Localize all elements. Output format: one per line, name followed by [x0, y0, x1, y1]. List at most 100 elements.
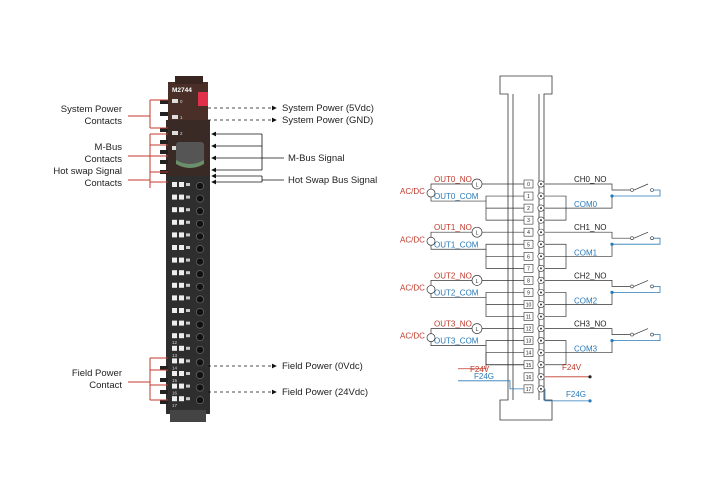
ac-dc-label: AC/DC	[400, 187, 425, 196]
ch-no-label: CH3_NO	[574, 320, 606, 329]
wire	[545, 183, 630, 191]
terminal-screw-center	[540, 387, 542, 390]
terminal-slot	[186, 372, 190, 375]
upper-pin	[172, 99, 178, 103]
mbus-signal-label: M-Bus Signal	[288, 153, 345, 164]
blue-wire	[630, 189, 661, 197]
terminal-pin-label: 16	[172, 391, 178, 396]
ch-no-label: CH0_NO	[574, 175, 606, 184]
terminal-hole	[196, 257, 204, 266]
terminal-slot	[179, 320, 184, 326]
out-com-label: OUT2_COM	[434, 288, 479, 297]
terminal-number: 8	[527, 278, 530, 284]
switch-arm	[633, 183, 649, 191]
terminal-screw-center	[540, 243, 542, 246]
lamp-letter: L	[476, 327, 479, 333]
f24g-right-label: F24G	[566, 390, 586, 399]
hot-swap-bus-signal-label: Hot Swap Bus Signal	[288, 175, 377, 186]
com-label: COM2	[574, 297, 598, 306]
field-power-contact-label-1: Field Power	[72, 368, 122, 379]
mbus-contacts-label-2: Contacts	[85, 154, 123, 165]
terminal-number: 9	[527, 290, 530, 296]
switch-contact	[650, 236, 654, 240]
terminal-slot	[172, 320, 177, 326]
wire	[545, 208, 567, 221]
terminal-slot	[186, 384, 190, 388]
terminal-slot	[179, 333, 184, 339]
junction-dot	[610, 242, 614, 246]
switch-contact	[630, 332, 634, 337]
switch-contact	[630, 284, 634, 289]
terminal-screw-center	[540, 255, 542, 258]
out-no-label: OUT1_NO	[434, 223, 472, 232]
wire	[545, 352, 567, 366]
side-contact	[160, 160, 168, 164]
junction-dot	[610, 290, 614, 294]
side-contact	[160, 140, 168, 144]
terminal-number: 3	[527, 218, 530, 224]
terminal-slot	[172, 219, 177, 225]
system-power-5v-label: System Power (5Vdc)	[282, 103, 374, 114]
terminal-hole	[196, 282, 204, 291]
terminal-slot	[172, 308, 177, 313]
field-power-0v-label: Field Power (0Vdc)	[282, 361, 363, 372]
blue-wire	[630, 286, 661, 293]
terminal-pin-label: 13	[172, 353, 178, 358]
out-com-label: OUT3_COM	[434, 337, 479, 346]
terminal-number: 2	[527, 206, 530, 212]
terminal-hole	[196, 270, 204, 279]
side-contact	[160, 378, 168, 382]
terminal-slot	[172, 194, 177, 200]
terminal-slot	[172, 358, 177, 364]
ch-no-label: CH2_NO	[574, 271, 606, 280]
terminal-slot	[186, 283, 190, 287]
terminal-screw-center	[540, 291, 542, 294]
terminal-hole	[196, 194, 204, 203]
f24v-right-label: F24V	[562, 363, 582, 372]
terminal-hole	[196, 295, 204, 304]
side-contact	[160, 150, 168, 154]
terminal-slot	[172, 182, 177, 187]
terminal-screw-center	[540, 315, 542, 318]
ac-dc-label: AC/DC	[400, 283, 425, 292]
terminal-slot	[172, 333, 177, 339]
left-brackets	[128, 99, 168, 401]
terminal-screw-center	[540, 183, 542, 185]
terminal-slot	[186, 233, 190, 237]
terminal-number: 17	[526, 387, 532, 393]
wire	[545, 231, 630, 239]
f24g-left-label: F24G	[474, 372, 494, 381]
source-symbol	[426, 188, 436, 198]
terminal-slot	[179, 207, 184, 213]
wire	[430, 280, 524, 286]
f24v-left-label: F24V	[470, 365, 490, 374]
terminal-slot	[179, 295, 184, 301]
led-window	[176, 142, 204, 164]
terminal-slot	[179, 232, 184, 238]
module-top-clip	[175, 76, 203, 84]
switch-contact	[650, 332, 654, 337]
terminal-hole	[196, 232, 204, 241]
module-bottom	[170, 410, 206, 422]
upper-pin	[172, 146, 178, 150]
side-contact	[160, 366, 168, 370]
terminal-slot	[186, 346, 190, 350]
terminal-slot	[179, 245, 184, 250]
terminal-number: 12	[526, 327, 532, 333]
led-lens	[176, 160, 204, 168]
terminal-slot	[172, 383, 177, 389]
terminal-screw-center	[540, 339, 542, 342]
terminal-slot	[186, 195, 190, 199]
terminal-screw-center	[540, 303, 542, 306]
lamp-letter: L	[476, 279, 479, 285]
right-connectors	[208, 105, 284, 395]
wire	[485, 249, 524, 269]
terminal-hole	[196, 219, 204, 228]
terminal-pin-label: 17	[172, 403, 178, 408]
mbus-contacts-label-1: M-Bus	[95, 142, 123, 153]
terminal-slot	[179, 396, 184, 402]
terminal-hole	[196, 333, 204, 342]
lamp-letter: L	[476, 231, 479, 237]
